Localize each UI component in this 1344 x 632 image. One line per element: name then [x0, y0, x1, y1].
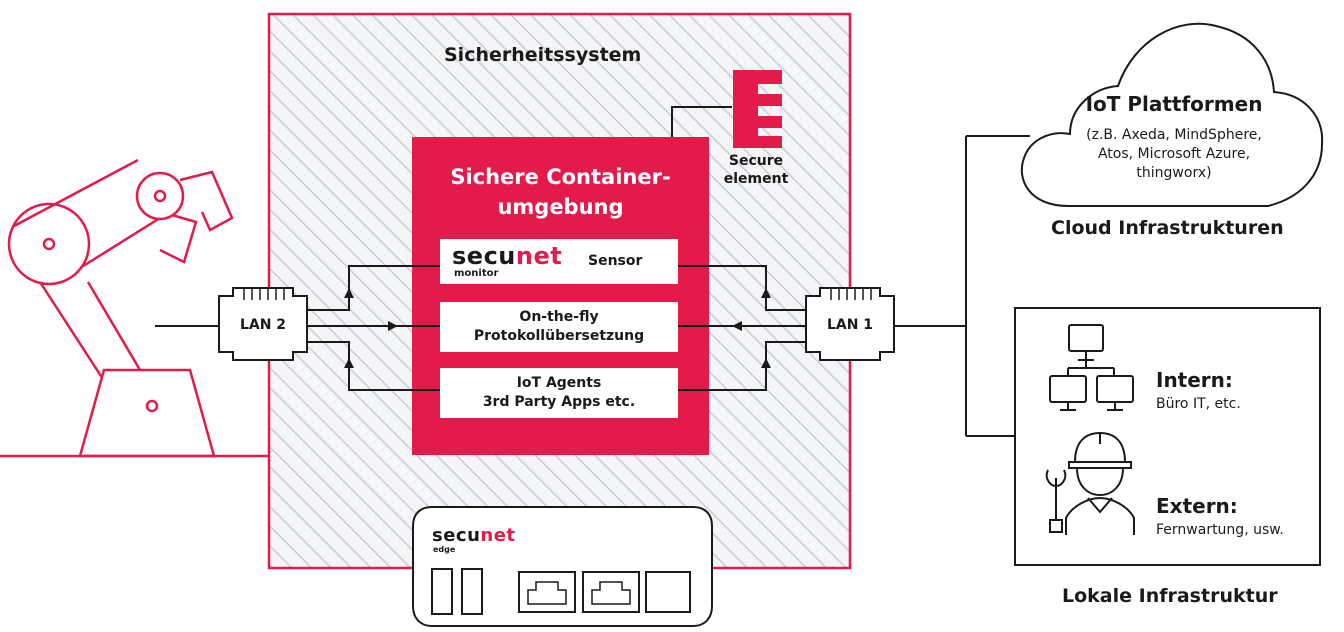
- device-brand-sub: edge: [433, 545, 456, 554]
- device-brand-a: secu: [432, 525, 481, 546]
- computer-network-icon: [1049, 324, 1134, 411]
- secunet-edge-device: [412, 506, 713, 627]
- lan1-uplinks: [894, 135, 1030, 437]
- intern-title: Intern:: [1156, 368, 1233, 392]
- secure-element-icon: [733, 70, 782, 148]
- sensor-brand-logo: secunet: [452, 244, 562, 268]
- container-title-line2: umgebung: [497, 195, 624, 219]
- agents-module: [440, 368, 678, 418]
- secure-element-label-line2: element: [723, 171, 789, 187]
- intern-desc: Büro IT, etc.: [1156, 396, 1241, 412]
- robot-arm-icon: [0, 158, 268, 458]
- sensor-brand-a: secu: [452, 242, 516, 270]
- sensor-brand-sub: monitor: [454, 268, 499, 279]
- sensor-module: [440, 239, 678, 284]
- lan1-label: LAN 1: [826, 317, 874, 333]
- cloud-desc-line2: Atos, Microsoft Azure,: [1097, 146, 1251, 162]
- cloud-caption: Cloud Infrastrukturen: [1051, 217, 1284, 239]
- secure-element-label-line1: Secure: [728, 153, 784, 169]
- device-brand-b: net: [480, 525, 516, 546]
- right-arrowheads: [732, 288, 771, 368]
- lan1-port-icon: [805, 287, 895, 361]
- lan2-label: LAN 2: [239, 317, 287, 333]
- container-title: Sichere Container- umgebung: [412, 162, 709, 222]
- secure-element-label: Secure element: [716, 152, 796, 188]
- cloud-desc: (z.B. Axeda, MindSphere, Atos, Microsoft…: [1030, 126, 1318, 183]
- cloud-title: IoT Plattformen: [1085, 92, 1263, 116]
- cloud-desc-line1: (z.B. Axeda, MindSphere,: [1086, 127, 1262, 143]
- local-infra-box: [1014, 307, 1321, 566]
- agents-line2: 3rd Party Apps etc.: [482, 394, 636, 410]
- agents-label: IoT Agents 3rd Party Apps etc.: [440, 374, 678, 412]
- left-arrowheads: [344, 288, 398, 368]
- cloud-icon: [1020, 22, 1324, 207]
- agents-line1: IoT Agents: [516, 375, 602, 391]
- sensor-label: Sensor: [588, 253, 643, 269]
- device-brand-logo: secunet: [432, 527, 516, 545]
- protocol-line2: Protokollübersetzung: [473, 328, 645, 344]
- extern-desc: Fernwartung, usw.: [1156, 522, 1284, 538]
- secure-element-link: [671, 106, 732, 137]
- protocol-line1: On-the-fly: [519, 309, 599, 325]
- lan2-port-icon: [218, 287, 308, 361]
- container-title-line1: Sichere Container-: [450, 165, 671, 189]
- technician-icon: [1045, 431, 1135, 535]
- protocol-module: [440, 302, 678, 352]
- security-system-title: Sicherheitssystem: [444, 44, 642, 66]
- extern-title: Extern:: [1156, 494, 1238, 518]
- sensor-brand-b: net: [515, 242, 563, 270]
- protocol-label: On-the-fly Protokollübersetzung: [440, 308, 678, 346]
- cloud-desc-line3: thingworx): [1136, 165, 1212, 181]
- local-caption: Lokale Infrastruktur: [1062, 585, 1278, 607]
